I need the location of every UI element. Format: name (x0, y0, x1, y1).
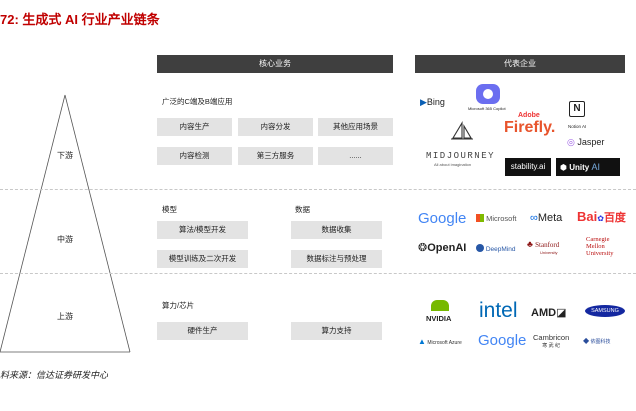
jasper-icon: ◎ (567, 137, 575, 147)
openai-icon: ❂ (418, 242, 428, 254)
upstream-section-label: 算力/芯片 (162, 301, 195, 310)
box-model-training: 模型训练及二次开发 (157, 250, 248, 268)
logo-yitu: ◆ 依图科技 (583, 336, 611, 345)
logo-azure: ▲ Microsoft Azure (418, 337, 462, 346)
logo-samsung: SAMSUNG (585, 305, 625, 317)
figure-title: 72: 生成式 AI 行业产业链条 (0, 12, 160, 27)
unity-cube-icon: ⬢ (560, 163, 567, 172)
copilot-icon (476, 84, 500, 104)
box-content-distribution: 内容分发 (238, 118, 313, 136)
box-third-party-services: 第三方服务 (238, 147, 313, 165)
downstream-section-label: 广泛的C端及B端应用 (162, 97, 233, 106)
tier-label-midstream: 中游 (57, 235, 73, 244)
box-other-scenarios: 其他应用场景 (318, 118, 393, 136)
meta-infinity-icon: ∞ (530, 212, 538, 224)
logo-openai: ❂OpenAI (418, 242, 467, 254)
logo-bing: ▶Bing (420, 97, 445, 107)
logo-baidu: Bai✿百度 (577, 209, 626, 224)
midstream-label-data: 数据 (295, 205, 310, 214)
pyramid-right-edge (64, 94, 131, 353)
bing-icon: ▶ (420, 97, 427, 107)
pyramid-left-edge (0, 94, 66, 353)
box-data-collection: 数据收集 (291, 221, 382, 239)
logo-copilot: Microsoft 365 Copilot (468, 106, 506, 111)
logo-jasper: ◎ Jasper (567, 137, 605, 147)
tier-divider-2 (0, 273, 636, 274)
logo-deepmind: DeepMind (476, 244, 515, 253)
notion-icon: N (569, 101, 585, 117)
tier-label-upstream: 上游 (57, 312, 73, 321)
logo-unity: ⬢ Unity AI (556, 158, 620, 176)
pyramid-diagram (0, 94, 131, 353)
nvidia-eye-icon (431, 300, 449, 311)
logo-nvidia: NVIDIA (426, 314, 452, 323)
box-content-detection: 内容检测 (157, 147, 232, 165)
logo-amd: AMD◪ (531, 307, 567, 319)
header-representative-companies: 代表企业 (415, 55, 625, 73)
tier-divider-1 (0, 189, 636, 190)
logo-cmu: Carnegie Mellon University (586, 236, 614, 257)
tier-label-downstream: 下游 (57, 151, 73, 160)
baidu-paw-icon: ✿ (597, 214, 604, 223)
logo-stanford: ♣ Stanford (527, 239, 560, 249)
box-content-production: 内容生产 (157, 118, 232, 136)
logo-microsoft: Microsoft (476, 214, 517, 223)
deepmind-icon (476, 244, 484, 252)
midstream-label-model: 模型 (162, 205, 177, 214)
logo-intel: intel (479, 299, 518, 322)
logo-notion: Notion AI (568, 124, 587, 129)
logo-stanford-sub: University (540, 250, 558, 255)
box-algorithm-development: 算法/模型开发 (157, 221, 248, 239)
logo-cambricon: Cambricon 寒 武 纪 (533, 333, 570, 349)
amd-arrow-icon: ◪ (556, 307, 567, 319)
logo-meta: ∞Meta (530, 212, 563, 224)
header-core-business: 核心业务 (157, 55, 393, 73)
logo-google: Google (418, 210, 467, 227)
logo-adobe: Adobe (518, 112, 540, 119)
stanford-tree-icon: ♣ (527, 239, 533, 249)
yitu-icon: ◆ (583, 336, 590, 345)
box-ellipsis: ...... (318, 147, 393, 165)
box-hardware-production: 硬件生产 (157, 322, 248, 340)
sailboat-icon (451, 121, 473, 140)
microsoft-icon (476, 214, 484, 222)
logo-stability: stability.ai (505, 158, 551, 176)
box-compute-support: 算力支持 (291, 322, 382, 340)
source-note: 料来源：信达证券研发中心 (0, 371, 109, 381)
logo-midjourney: MIDJOURNEY (426, 151, 496, 161)
logo-firefly: Firefly. (504, 119, 556, 136)
box-data-labeling: 数据标注与预处理 (291, 250, 382, 268)
logo-google-cloud: Google (478, 332, 527, 349)
azure-icon: ▲ (418, 337, 426, 346)
logo-midjourney-tagline: All about imagination (434, 162, 472, 167)
